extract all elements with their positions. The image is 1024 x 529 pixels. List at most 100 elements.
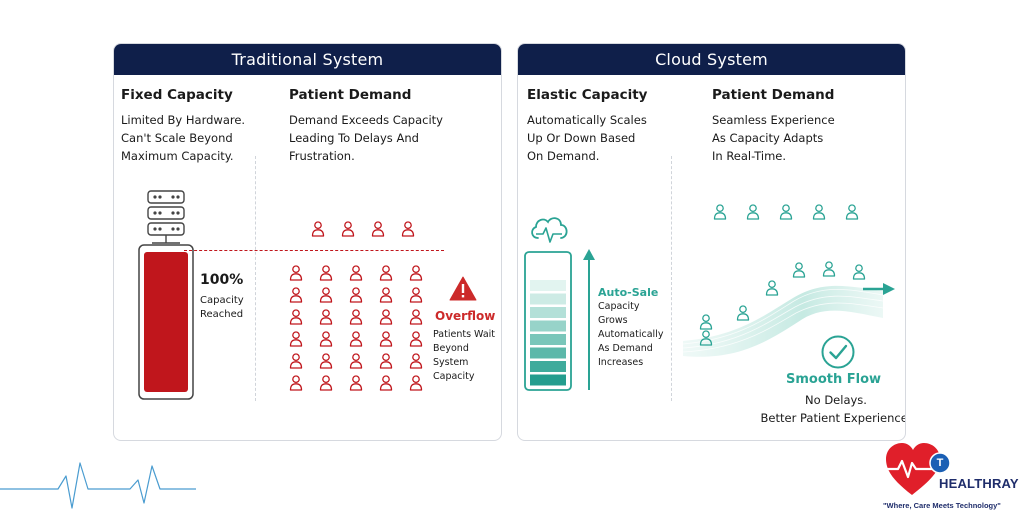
person-icon: [289, 353, 303, 369]
capacity-bar-segment: [530, 334, 566, 345]
person-icon: [379, 353, 393, 369]
check-circle-icon: [821, 335, 855, 369]
warning-icon: [449, 276, 477, 301]
elastic-capacity-description: Automatically Scales Up Or Down Based On…: [527, 111, 647, 165]
smooth-flow-band: [683, 283, 895, 357]
fixed-desc-line: Maximum Capacity.: [121, 149, 234, 163]
column-divider: [671, 156, 672, 401]
cloud-demand-desc-line: In Real-Time.: [712, 149, 787, 163]
person-icon: [349, 353, 363, 369]
capacity-bar-segment: [530, 293, 566, 305]
logo-tagline: "Where, Care Meets Technology": [883, 501, 1001, 510]
person-icon: [409, 309, 423, 325]
overflow-description: Patients Wait Beyond System Capacity: [433, 328, 495, 384]
capacity-reached-label: Capacity Reached: [200, 294, 244, 322]
fixed-capacity-title: Fixed Capacity: [121, 87, 233, 103]
person-icon: [812, 204, 826, 220]
cloud-system-panel: Cloud System Elastic Capacity Automatica…: [517, 43, 906, 441]
capacity-bar-segment: [530, 347, 566, 359]
auto-scale-description: Capacity Grows Automatically As Demand I…: [598, 300, 663, 370]
smooth-flow-description: No Delays. Better Patient Experience.: [756, 391, 906, 427]
autoscale-desc-line: As Demand: [598, 343, 653, 354]
heart-logo-icon: [886, 443, 951, 495]
person-icon: [319, 309, 333, 325]
cloud-demand-desc-line: Seamless Experience: [712, 113, 835, 127]
person-icon: [792, 262, 806, 278]
person-icon: [319, 375, 333, 391]
cloud-demand-desc-line: As Capacity Adapts: [712, 131, 824, 145]
smooth-desc-line: No Delays.: [805, 393, 867, 407]
overflow-desc-line: Patients Wait: [433, 329, 496, 340]
autoscale-desc-line: Capacity: [598, 301, 640, 312]
person-icon: [779, 204, 793, 220]
capacity-bar-segment: [530, 374, 566, 386]
person-icon: [289, 287, 303, 303]
capacity-fill: [144, 252, 188, 392]
person-icon: [736, 305, 750, 321]
person-icon: [289, 309, 303, 325]
autoscale-desc-line: Grows: [598, 315, 628, 326]
healthray-logo: T HEALTHRAY "Where, Care Meets Technolog…: [880, 441, 1020, 523]
logo-name: HEALTHRAY: [939, 476, 1019, 491]
cloud-heartbeat-icon: [531, 217, 568, 243]
elastic-capacity-title: Elastic Capacity: [527, 87, 648, 103]
person-icon: [371, 221, 385, 237]
cloud-patient-demand-description: Seamless Experience As Capacity Adapts I…: [712, 111, 835, 165]
elastic-desc-line: Automatically Scales: [527, 113, 647, 127]
person-icon: [289, 331, 303, 347]
server-icon: [147, 190, 185, 244]
smooth-flow-title: Smooth Flow: [786, 372, 882, 387]
capacity-gauge: [138, 244, 194, 400]
capacity-limit-line: [184, 250, 444, 251]
fixed-desc-line: Limited By Hardware.: [121, 113, 246, 127]
capacity-label-line: Reached: [200, 309, 244, 320]
capacity-bar-segment: [530, 320, 566, 332]
person-icon: [379, 375, 393, 391]
autoscale-desc-line: Automatically: [598, 329, 664, 340]
patient-demand-description: Demand Exceeds Capacity Leading To Delay…: [289, 111, 443, 165]
capacity-label-line: Capacity: [200, 295, 244, 306]
capacity-percent: 100%: [200, 272, 244, 288]
overflow-desc-line: System: [433, 357, 469, 368]
person-icon: [319, 265, 333, 281]
traditional-system-panel: Traditional System Fixed Capacity Limite…: [113, 43, 502, 441]
person-icon: [379, 287, 393, 303]
person-icon: [311, 221, 325, 237]
overflow-title: Overflow: [435, 309, 496, 323]
person-icon: [341, 221, 355, 237]
cloud-patient-demand-title: Patient Demand: [712, 87, 835, 103]
person-icon: [349, 265, 363, 281]
person-icon: [379, 309, 393, 325]
person-icon: [349, 287, 363, 303]
person-icon: [401, 221, 415, 237]
person-icon: [349, 309, 363, 325]
heartbeat-line-decoration: [0, 462, 196, 509]
cloud-system-header: Cloud System: [518, 44, 905, 75]
person-icon: [746, 204, 760, 220]
fixed-desc-line: Can't Scale Beyond: [121, 131, 233, 145]
person-icon: [319, 287, 333, 303]
person-icon: [409, 287, 423, 303]
person-icon: [349, 331, 363, 347]
logo-badge-letter: T: [936, 457, 944, 469]
person-icon: [765, 280, 779, 296]
smooth-desc-line: Better Patient Experience.: [760, 411, 906, 425]
capacity-bar-segment: [530, 307, 566, 318]
person-icon: [409, 331, 423, 347]
person-icon: [845, 204, 859, 220]
demand-desc-line: Frustration.: [289, 149, 355, 163]
person-icon: [289, 375, 303, 391]
elastic-capacity-gauge: [524, 251, 572, 391]
person-icon: [409, 353, 423, 369]
person-icon: [379, 331, 393, 347]
elastic-desc-line: On Demand.: [527, 149, 600, 163]
overflow-desc-line: Capacity: [433, 371, 475, 382]
elastic-desc-line: Up Or Down Based: [527, 131, 636, 145]
overflow-desc-line: Beyond: [433, 343, 469, 354]
person-icon: [852, 264, 866, 280]
person-icon: [713, 204, 727, 220]
person-icon: [409, 375, 423, 391]
person-icon: [349, 375, 363, 391]
person-icon: [319, 331, 333, 347]
fixed-capacity-description: Limited By Hardware. Can't Scale Beyond …: [121, 111, 245, 165]
